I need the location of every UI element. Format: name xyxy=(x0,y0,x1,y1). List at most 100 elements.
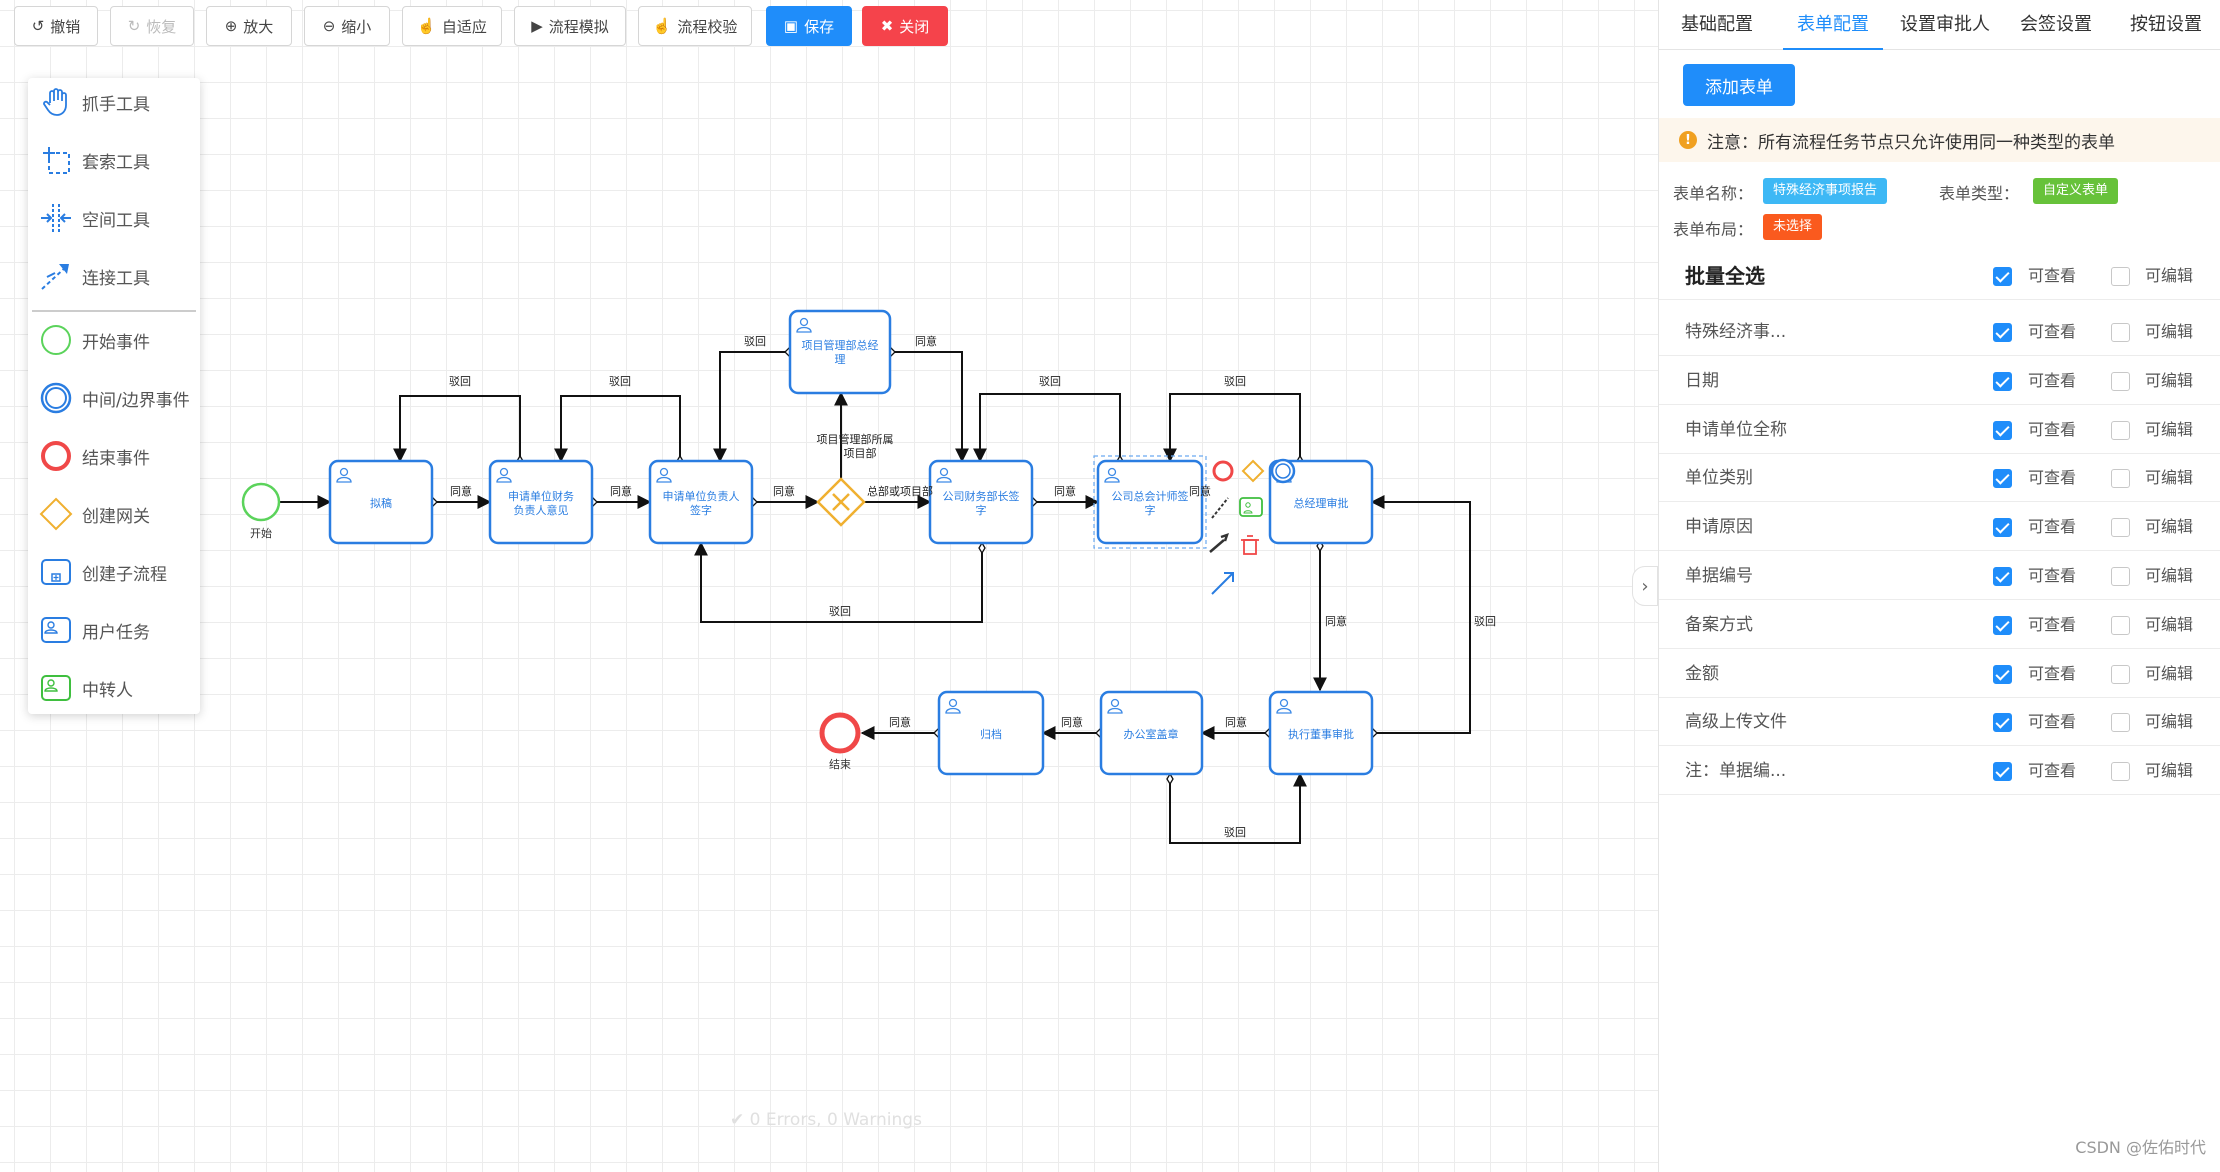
zoom-in-button[interactable]: ⊕放大 xyxy=(206,6,292,46)
pointer-icon: ☝ xyxy=(417,18,436,35)
field-name: 申请原因 xyxy=(1685,517,1753,538)
edit-label: 可编辑 xyxy=(2145,517,2194,537)
palette-intermediate-event[interactable]: 中间/边界事件 xyxy=(34,376,194,420)
palette-subprocess[interactable]: 创建子流程 xyxy=(34,550,194,594)
flow-label-agree: 同意 xyxy=(773,484,795,498)
tab-button-settings[interactable]: 按钮设置 xyxy=(2130,14,2202,35)
chevron-right-icon: › xyxy=(1641,575,1649,597)
flow-label-agree: 同意 xyxy=(450,484,472,498)
field-name: 特殊经济事... xyxy=(1685,322,1787,342)
edit-checkbox[interactable] xyxy=(2111,713,2130,733)
pointer-icon: ☝ xyxy=(652,18,672,35)
task-executive-director[interactable]: 执行董事审批 xyxy=(1268,690,1374,776)
task-office-seal[interactable]: 办公室盖章 xyxy=(1099,690,1204,776)
tab-form-config[interactable]: 表单配置 xyxy=(1783,0,1883,50)
wrench-icon[interactable] xyxy=(1209,533,1229,553)
add-form-button[interactable]: 添加表单 xyxy=(1683,64,1795,106)
exclusive-gateway[interactable] xyxy=(816,477,866,527)
svg-text:申请单位财务: 申请单位财务 xyxy=(508,489,574,503)
start-event[interactable] xyxy=(241,482,281,522)
bpmn-canvas[interactable]: ↺撤销 ↻恢复 ⊕放大 ⊖缩小 ☝自适应 ▶流程模拟 ☝流程校验 ▣保存 ✖关闭… xyxy=(0,0,1658,1172)
validate-button[interactable]: ☝流程校验 xyxy=(638,6,752,46)
view-checkbox[interactable] xyxy=(1993,323,2012,342)
palette-start-event[interactable]: 开始事件 xyxy=(34,318,194,362)
zoom-in-icon: ⊕ xyxy=(224,18,238,35)
view-checkbox[interactable] xyxy=(1993,762,2012,782)
edit-checkbox[interactable] xyxy=(2111,664,2130,684)
task-project-manager[interactable]: 项目管理部总经 理 xyxy=(788,309,892,395)
select-all-view-checkbox[interactable] xyxy=(1993,267,2012,286)
fit-view-button[interactable]: ☝自适应 xyxy=(402,6,502,46)
field-name: 注：单据编... xyxy=(1685,761,1787,782)
tab-countersign-settings[interactable]: 会签设置 xyxy=(2020,14,2092,35)
view-checkbox[interactable] xyxy=(1993,420,2012,440)
palette-connect-tool[interactable]: 连接工具 xyxy=(34,254,194,298)
task-unit-head-sign[interactable]: 申请单位负责人 签字 xyxy=(648,459,754,545)
relay-icon xyxy=(38,670,74,706)
edit-checkbox[interactable] xyxy=(2111,567,2130,586)
field-name: 单位类别 xyxy=(1685,468,1753,489)
edit-checkbox[interactable] xyxy=(2111,420,2130,440)
palette-hand-tool[interactable]: 抓手工具 xyxy=(34,80,194,124)
append-end-event-icon[interactable] xyxy=(1212,460,1234,482)
palette-user-task[interactable]: 用户任务 xyxy=(34,608,194,652)
flow-label-reject: 驳回 xyxy=(1224,375,1246,388)
simulate-button[interactable]: ▶流程模拟 xyxy=(514,6,626,46)
palette-relay[interactable]: 中转人 xyxy=(34,666,194,710)
palette-end-event[interactable]: 结束事件 xyxy=(34,434,194,478)
flow-reject-gm[interactable] xyxy=(1163,393,1301,463)
edit-checkbox[interactable] xyxy=(2111,323,2130,342)
undo-button[interactable]: ↺撤销 xyxy=(14,6,98,46)
task-general-manager[interactable]: 总经理审批 xyxy=(1268,459,1374,545)
task-cfo-sign[interactable]: 公司财务部长签 字 xyxy=(928,459,1034,545)
form-name-tag: 特殊经济事项报告 xyxy=(1763,178,1888,204)
flow-label-agree: 同意 xyxy=(1225,715,1247,729)
view-checkbox[interactable] xyxy=(1993,518,2012,538)
save-button[interactable]: ▣保存 xyxy=(766,6,852,46)
close-button[interactable]: ✖关闭 xyxy=(862,6,948,46)
connect-icon[interactable] xyxy=(1211,572,1234,595)
view-checkbox[interactable] xyxy=(1993,371,2012,391)
flow-reject-exec[interactable] xyxy=(1370,495,1471,734)
view-checkbox[interactable] xyxy=(1993,567,2012,586)
end-event[interactable] xyxy=(819,712,861,754)
view-label: 可查看 xyxy=(2028,517,2077,537)
append-task-icon[interactable] xyxy=(1239,497,1263,517)
validation-status: ✔ 0 Errors, 0 Warnings xyxy=(730,1110,922,1130)
edit-checkbox[interactable] xyxy=(2111,762,2130,782)
tab-basic-config[interactable]: 基础配置 xyxy=(1681,14,1753,35)
flow-pm-to-cfo[interactable] xyxy=(890,351,969,463)
flow-reject-office[interactable] xyxy=(1169,772,1307,844)
edit-checkbox[interactable] xyxy=(2111,518,2130,538)
task-archive[interactable]: 归档 xyxy=(937,690,1045,776)
delete-icon[interactable] xyxy=(1241,535,1259,555)
edit-checkbox[interactable] xyxy=(2111,371,2130,391)
zoom-out-button[interactable]: ⊖缩小 xyxy=(304,6,390,46)
task-draft[interactable]: 拟稿 xyxy=(328,459,434,545)
palette-gateway[interactable]: 创建网关 xyxy=(34,492,194,536)
view-checkbox[interactable] xyxy=(1993,713,2012,733)
tab-approver-settings[interactable]: 设置审批人 xyxy=(1900,14,1990,35)
append-intermediate-event-icon[interactable] xyxy=(1270,458,1296,484)
redo-button[interactable]: ↻恢复 xyxy=(110,6,194,46)
flow-reject-unit[interactable] xyxy=(554,395,681,463)
flow-label-agree: 同意 xyxy=(1325,614,1347,628)
palette-lasso-tool[interactable]: 套索工具 xyxy=(34,138,194,182)
flow-reject-fin[interactable] xyxy=(393,395,521,463)
edit-checkbox[interactable] xyxy=(2111,469,2130,489)
view-checkbox[interactable] xyxy=(1993,615,2012,635)
palette-space-tool[interactable]: 空间工具 xyxy=(34,196,194,240)
append-connection-icon[interactable] xyxy=(1211,497,1229,519)
collapse-panel-button[interactable]: › xyxy=(1632,566,1658,606)
select-all-edit-checkbox[interactable] xyxy=(2111,267,2130,286)
flow-reject-chief[interactable] xyxy=(973,393,1121,463)
append-gateway-icon[interactable] xyxy=(1241,459,1265,483)
edit-checkbox[interactable] xyxy=(2111,615,2130,635)
view-checkbox[interactable] xyxy=(1993,664,2012,684)
flow-reject-pm[interactable] xyxy=(713,351,790,463)
view-checkbox[interactable] xyxy=(1993,469,2012,489)
task-finance-opinion[interactable]: 申请单位财务 负责人意见 xyxy=(488,459,594,545)
task-chief-accountant[interactable]: 公司总会计师签 字 xyxy=(1093,455,1207,549)
flow-reject-cfo[interactable] xyxy=(694,541,983,623)
field-row: 高级上传文件可查看可编辑 xyxy=(1659,698,2220,747)
